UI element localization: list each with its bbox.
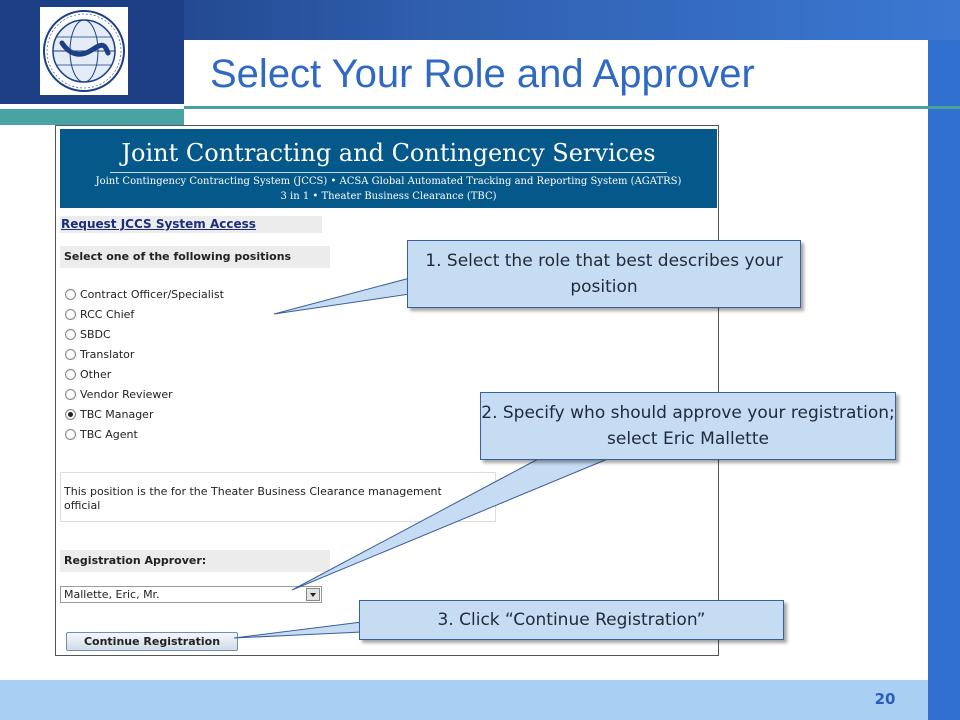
approver-heading: Registration Approver: xyxy=(60,550,330,572)
role-option-tbc-agent[interactable]: TBC Agent xyxy=(65,426,138,442)
banner-title: Joint Contracting and Contingency Servic… xyxy=(121,139,656,167)
positions-heading: Select one of the following positions xyxy=(60,246,330,268)
slide-title: Select Your Role and Approver xyxy=(210,52,755,96)
radio-button-icon[interactable] xyxy=(65,388,76,400)
role-label: RCC Chief xyxy=(80,307,135,321)
callout-1-pointer xyxy=(273,277,411,315)
role-description: This position is the for the Theater Bus… xyxy=(64,485,442,512)
title-area xyxy=(184,40,928,106)
role-label: Translator xyxy=(80,347,135,361)
jccs-logo xyxy=(40,7,128,95)
role-label: Contract Officer/Specialist xyxy=(80,287,224,301)
teal-accent-tab xyxy=(0,109,184,125)
role-option-sbdc[interactable]: SBDC xyxy=(65,326,111,342)
jccs-banner: Joint Contracting and Contingency Servic… xyxy=(60,129,717,208)
role-label: Vendor Reviewer xyxy=(80,387,173,401)
callout-step-1: 1. Select the role that best describes y… xyxy=(407,240,801,308)
radio-button-icon[interactable] xyxy=(65,328,76,340)
slide-footer-band xyxy=(0,680,928,720)
callout-2-pointer xyxy=(291,457,611,591)
banner-divider xyxy=(110,172,667,173)
role-label: TBC Agent xyxy=(80,427,138,441)
chevron-down-icon[interactable] xyxy=(306,588,320,601)
jccs-globe-logo-icon xyxy=(43,10,125,92)
banner-subtitle-line2: 3 in 1 • Theater Business Clearance (TBC… xyxy=(280,191,497,202)
slide-right-band xyxy=(928,40,960,720)
approver-selected-value: Mallette, Eric, Mr. xyxy=(64,588,160,601)
role-option-contract-officer[interactable]: Contract Officer/Specialist xyxy=(65,286,224,302)
callout-3-pointer xyxy=(233,621,363,639)
banner-subtitle-line1: Joint Contingency Contracting System (JC… xyxy=(95,176,682,187)
role-option-rcc-chief[interactable]: RCC Chief xyxy=(65,306,134,322)
radio-button-icon[interactable] xyxy=(65,348,76,360)
radio-button-icon[interactable] xyxy=(65,428,76,440)
radio-button-icon[interactable] xyxy=(65,288,76,300)
role-option-other[interactable]: Other xyxy=(65,366,111,382)
continue-registration-button[interactable]: Continue Registration xyxy=(66,632,238,651)
callout-step-2: 2. Specify who should approve your regis… xyxy=(480,392,896,460)
role-label: Other xyxy=(80,367,112,381)
approver-select[interactable]: Mallette, Eric, Mr. xyxy=(60,586,322,603)
radio-button-icon[interactable] xyxy=(65,308,76,320)
role-option-translator[interactable]: Translator xyxy=(65,346,134,362)
role-label: TBC Manager xyxy=(80,407,154,421)
role-option-vendor-reviewer[interactable]: Vendor Reviewer xyxy=(65,386,173,402)
role-label: SBDC xyxy=(80,327,111,341)
request-access-link[interactable]: Request JCCS System Access xyxy=(60,216,322,233)
title-divider xyxy=(184,106,960,109)
role-option-tbc-manager[interactable]: TBC Manager xyxy=(65,406,153,422)
radio-button-selected-icon[interactable] xyxy=(65,408,76,420)
radio-button-icon[interactable] xyxy=(65,368,76,380)
callout-step-3: 3. Click “Continue Registration” xyxy=(359,600,784,640)
page-number: 20 xyxy=(874,690,896,708)
jccs-page-screenshot: Joint Contracting and Contingency Servic… xyxy=(55,125,719,656)
